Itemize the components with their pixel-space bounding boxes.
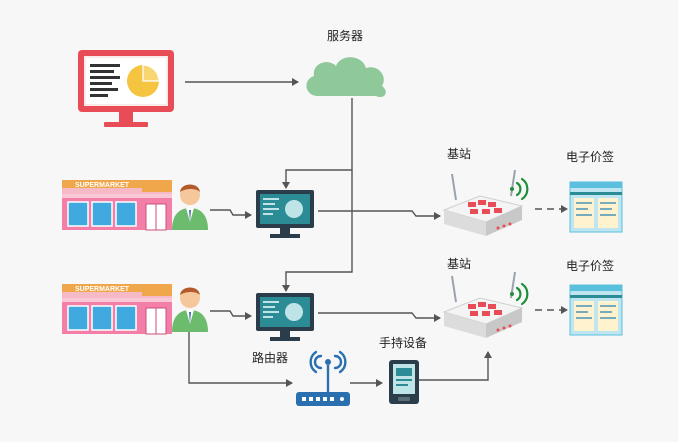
router-icon: [296, 350, 350, 406]
wireless-links: [535, 205, 568, 314]
pos-terminal-2-icon: [256, 293, 314, 341]
base-station-1-icon: [442, 169, 524, 236]
arrow-terminal-1-to-base-1: [318, 210, 441, 220]
arrow-terminal-2-to-base-2: [318, 312, 441, 322]
cashier-2-person-icon: [172, 287, 208, 332]
supermarket-2-icon: [62, 284, 172, 335]
connection-lines: [185, 78, 492, 387]
pos-terminal-1-icon: [256, 190, 314, 238]
electronic-shelf-label-2-icon: [569, 284, 623, 336]
wireless-signal-2-icon: [510, 282, 529, 306]
handheld-label: 手持设备: [379, 335, 427, 350]
store-2-sign: SUPERMARKET: [75, 286, 130, 293]
store-1-sign: SUPERMARKET: [75, 182, 130, 189]
router-label: 路由器: [252, 350, 288, 365]
cashier-1-person-icon: [172, 184, 208, 230]
base-station-2-label: 基站: [447, 257, 471, 271]
arrow-cashier-2-to-router: [188, 330, 293, 387]
esl-2-label: 电子价签: [566, 258, 614, 273]
arrow-server-to-terminal-2: [282, 170, 353, 292]
arrow-cashier-1-to-terminal-1: [210, 209, 252, 219]
esl-1-label: 电子价签: [566, 149, 614, 164]
arrow-handheld-to-base-2: [418, 351, 492, 381]
dashboard-monitor-icon: [78, 50, 174, 127]
electronic-shelf-label-1-icon: [569, 181, 623, 233]
handheld-device-icon: [389, 360, 419, 404]
server-cloud-icon: [306, 57, 386, 98]
wireless-signal-1-icon: [510, 177, 529, 201]
base-station-1-label: 基站: [447, 147, 471, 161]
server-label: 服务器: [327, 28, 363, 43]
arrow-server-to-terminal-1: [282, 98, 353, 189]
base-station-2-icon: [442, 271, 524, 338]
arrow-cashier-2-to-terminal-2: [210, 310, 252, 320]
supermarket-1-icon: [62, 180, 172, 231]
